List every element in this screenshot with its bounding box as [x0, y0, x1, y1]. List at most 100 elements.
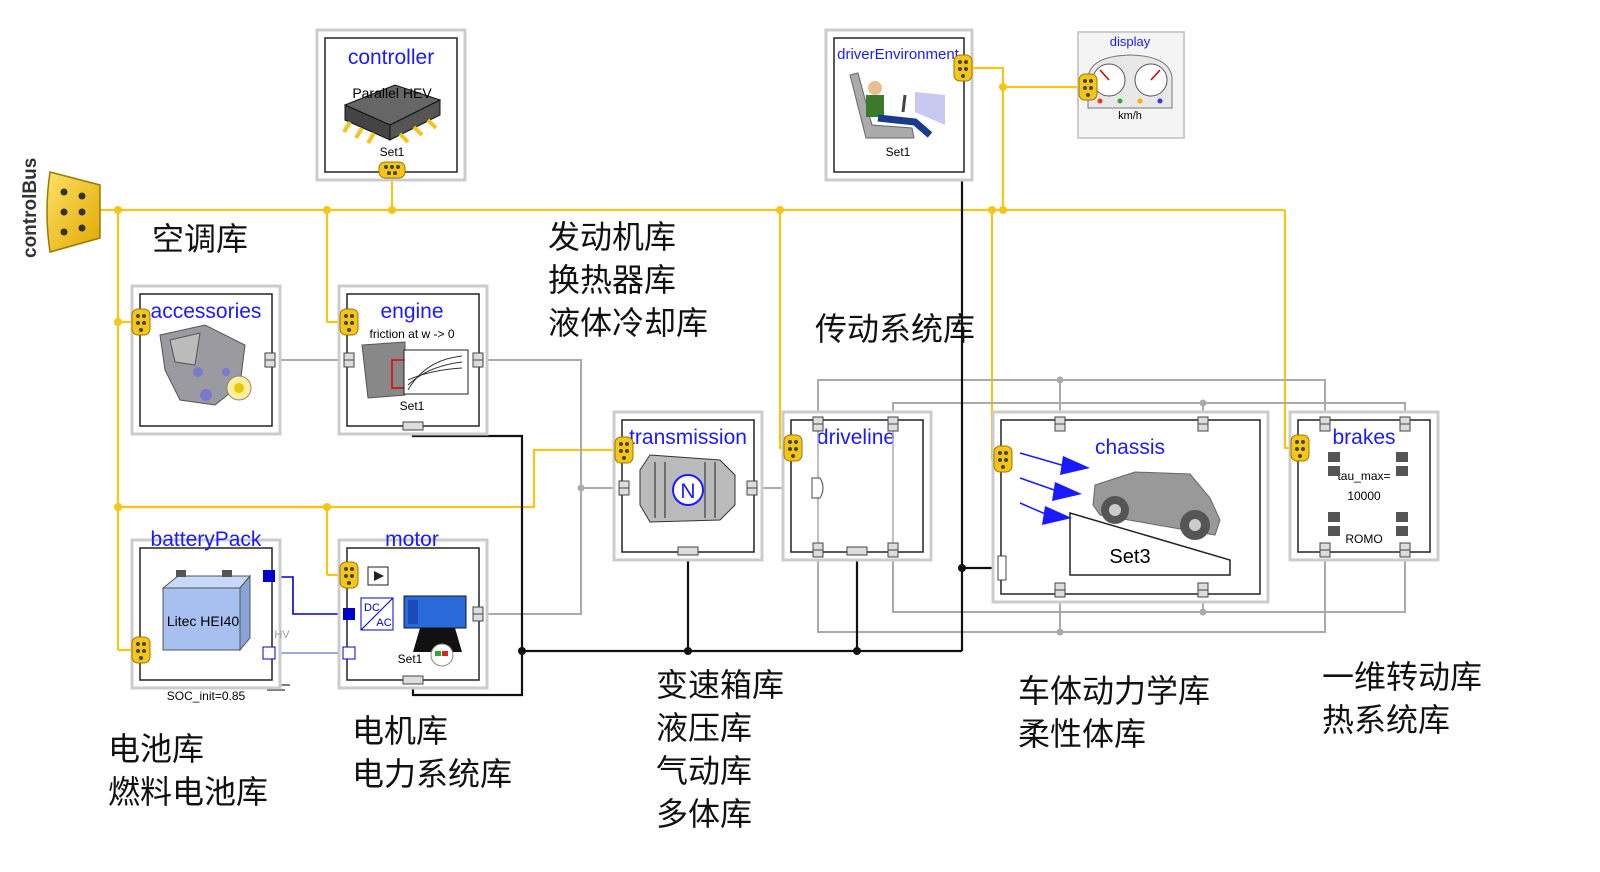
transmission-flange-right[interactable]	[746, 480, 758, 496]
controller-bus-port[interactable]	[378, 161, 406, 179]
battery-pack-title: batteryPack	[151, 528, 262, 551]
driveline-flange-3[interactable]	[812, 542, 824, 558]
annotation-line: 柔性体库	[1018, 715, 1147, 753]
annotation-line: 电力系统库	[352, 755, 513, 793]
brakes-bus-port[interactable]	[1290, 434, 1310, 462]
battery-icon	[161, 570, 252, 652]
driveline-flange-1[interactable]	[812, 416, 824, 432]
annotation-brakes-libs: 一维转动库 热系统库	[1322, 656, 1482, 742]
annotation-line: 液压库	[656, 709, 753, 747]
annotation-battery-libs: 电池库 燃料电池库	[108, 728, 268, 814]
gearbox-icon: N	[639, 454, 736, 523]
engine-flange-left[interactable]	[343, 352, 355, 368]
controller-title: controller	[348, 46, 434, 69]
battery-pin-positive[interactable]	[263, 570, 275, 582]
annotation-line: 变速箱库	[656, 666, 785, 704]
annotation-line: 液体冷却库	[548, 304, 709, 342]
driver-environment-block[interactable]: driverEnvironment Set1	[824, 28, 974, 182]
brake-pad-icons	[1328, 452, 1408, 536]
accessories-block[interactable]: accessories	[130, 284, 282, 436]
battery-pin-negative[interactable]	[262, 646, 276, 660]
annotation-line: 气动库	[656, 752, 753, 790]
motor-support[interactable]	[402, 675, 424, 685]
driver-environment-bus-port[interactable]	[953, 54, 973, 82]
accessories-flange[interactable]	[264, 352, 276, 368]
chassis-flange-3[interactable]	[1054, 582, 1066, 598]
engine-block[interactable]: engine friction at w -> 0 Set1	[337, 284, 489, 436]
annotation-engine-libs: 发动机库 换热器库 液体冷却库	[548, 216, 708, 345]
battery-model: Litec HEI40	[167, 613, 240, 629]
annotation-line: 多体库	[656, 795, 753, 833]
brakes-flange-2[interactable]	[1399, 416, 1411, 432]
driveline-block[interactable]: driveline	[781, 410, 933, 562]
annotation-chassis-libs: 车体动力学库 柔性体库	[1018, 670, 1210, 756]
annotation-line: 热系统库	[1322, 701, 1451, 739]
annotation-transmission-libs: 变速箱库 液压库 气动库 多体库	[656, 664, 784, 836]
chassis-block[interactable]: chassis Set3	[991, 410, 1270, 604]
control-bus-label: controlBus	[20, 158, 41, 258]
engine-set: Set1	[400, 399, 425, 413]
annotation-line: 车体动力学库	[1018, 672, 1211, 710]
driveline-bus-port[interactable]	[783, 434, 803, 462]
transmission-title: transmission	[629, 426, 747, 449]
annotation-line: 空调库	[152, 220, 249, 258]
engine-param: friction at w -> 0	[369, 327, 454, 341]
display-block[interactable]: display km/h	[1077, 31, 1185, 139]
brakes-flange-1[interactable]	[1319, 416, 1331, 432]
annotation-line: 换热器库	[548, 261, 677, 299]
brakes-block[interactable]: brakes tau_max= 10000 ROMO	[1288, 410, 1440, 562]
driveline-flange-4[interactable]	[887, 542, 899, 558]
annotation-line: 电机库	[352, 712, 449, 750]
display-bus-port[interactable]	[1078, 73, 1098, 101]
bus-junctions	[114, 83, 1007, 511]
annotation-driveline-libs: 传动系统库	[815, 308, 975, 351]
annotation-motor-libs: 电机库 电力系统库	[352, 710, 512, 796]
chassis-flange-4[interactable]	[1197, 582, 1209, 598]
annotation-line: 一维转动库	[1322, 658, 1483, 696]
annotation-line: 发动机库	[548, 218, 677, 256]
motor-bus-port[interactable]	[339, 561, 359, 589]
battery-hv-label: HV	[274, 629, 290, 641]
brakes-flange-3[interactable]	[1319, 542, 1331, 558]
transmission-gear: N	[680, 480, 695, 503]
motor-pin-negative[interactable]	[342, 646, 356, 660]
chassis-flange-2[interactable]	[1197, 416, 1209, 432]
engine-title: engine	[380, 300, 443, 323]
electric-motor-icon	[403, 595, 467, 667]
driveline-support[interactable]	[846, 546, 868, 556]
driver-icon	[849, 72, 945, 139]
engine-support[interactable]	[402, 421, 424, 431]
annotation-aircon: 空调库	[152, 218, 248, 261]
control-bus-connector[interactable]: controlBus	[20, 158, 101, 258]
chip-icon	[342, 84, 442, 145]
engine-icon	[361, 341, 469, 399]
battery-bus-port[interactable]	[131, 636, 151, 664]
transmission-bus-port[interactable]	[614, 436, 634, 464]
transmission-support[interactable]	[677, 546, 699, 556]
driveline-flange-2[interactable]	[887, 416, 899, 432]
transmission-block[interactable]: transmission N	[612, 410, 764, 562]
transmission-flange-left[interactable]	[618, 480, 630, 496]
brakes-param1: tau_max=	[1337, 469, 1390, 483]
brakes-flange-4[interactable]	[1399, 542, 1411, 558]
svg-text:AC: AC	[376, 617, 391, 629]
motor-pin-positive[interactable]	[343, 608, 355, 620]
battery-pack-block[interactable]: batteryPack Litec HEI40 HV SOC_init=0.85	[130, 528, 290, 703]
brakes-title: brakes	[1332, 426, 1395, 449]
display-title: display	[1110, 34, 1151, 49]
annotation-line: 传动系统库	[815, 310, 976, 348]
chassis-support[interactable]	[997, 555, 1007, 581]
annotation-line: 电池库	[108, 730, 205, 768]
motor-flange[interactable]	[472, 606, 484, 622]
accessories-bus-port[interactable]	[131, 308, 151, 336]
chassis-title: chassis	[1095, 436, 1165, 459]
engine-bus-port[interactable]	[339, 308, 359, 336]
svg-text:DC: DC	[364, 602, 380, 614]
motor-title: motor	[385, 528, 439, 551]
controller-block[interactable]: controller Parallel HEV Set1	[315, 28, 467, 182]
differential-icon	[811, 477, 824, 499]
chassis-bus-port[interactable]	[993, 445, 1013, 473]
chassis-flange-1[interactable]	[1054, 416, 1066, 432]
engine-flange-right[interactable]	[472, 352, 484, 368]
motor-block[interactable]: motor DC AC Set1	[337, 528, 489, 690]
